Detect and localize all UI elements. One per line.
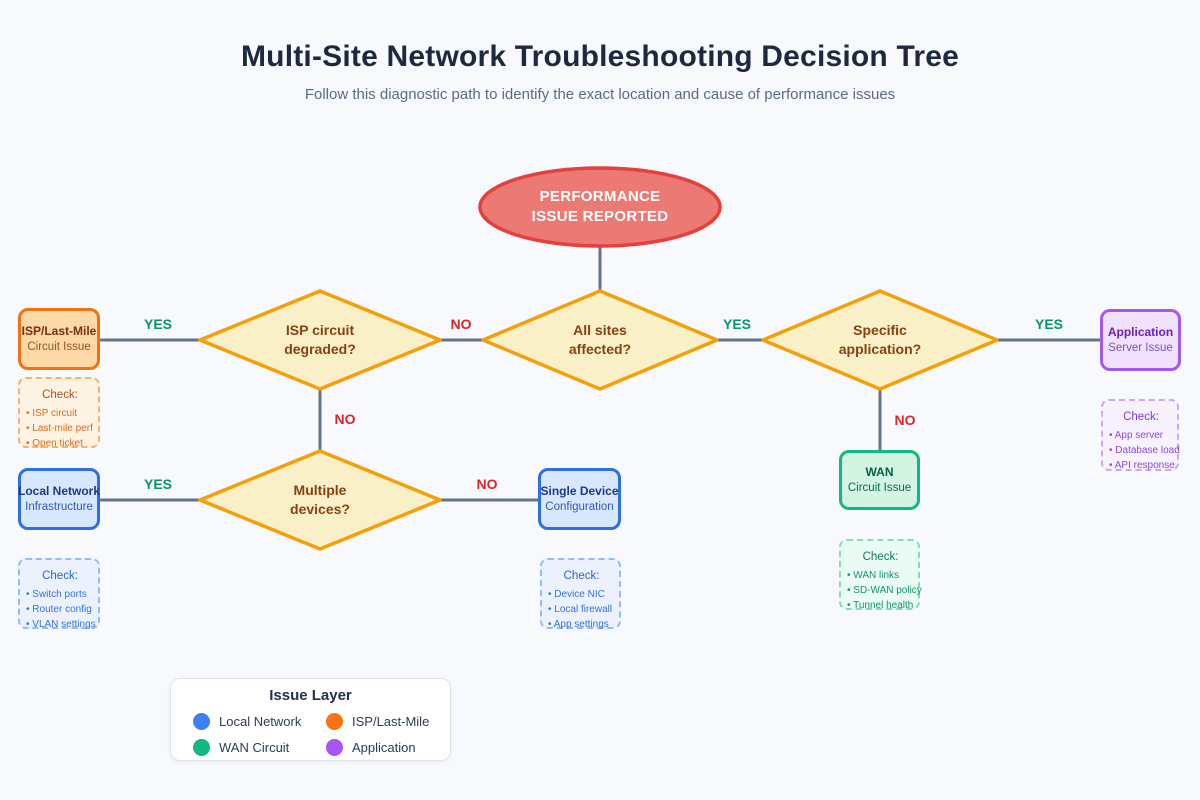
checklist-local-header: Check: (42, 570, 78, 582)
edge-label-sites-no: NO (450, 316, 472, 332)
edge-label-devices-yes: YES (143, 476, 172, 492)
checklist-item: • API response (1109, 460, 1175, 472)
checklist-item: • Last-mile perf (26, 423, 93, 435)
legend-item-isp-last-mile: ISP/Last-Mile (326, 713, 459, 730)
checklist-isp: Check: • ISP circuit • Last-mile perf • … (18, 377, 100, 450)
legend-label: Application (352, 740, 416, 755)
checklist-item: • Local firewall (548, 604, 613, 616)
terminal-single-title: Single Device (540, 483, 619, 498)
local-network-dot-icon (193, 713, 210, 730)
edge-label-app-yes: YES (1034, 316, 1063, 332)
terminal-application: Application Server Issue (1100, 309, 1181, 371)
edge-label-devices-no: NO (476, 476, 498, 492)
decision-devices-shape (198, 449, 442, 551)
page-title: Multi-Site Network Troubleshooting Decis… (240, 40, 959, 73)
checklist-item: • Tunnel health (847, 600, 914, 612)
decision-app-shape (761, 289, 999, 391)
edge-label-app-no: NO (894, 412, 916, 428)
terminal-single-subtitle: Configuration (545, 501, 614, 514)
checklist-wan: Check: • WAN links • SD-WAN policy • Tun… (839, 539, 922, 612)
edge-label-sites-yes: YES (722, 316, 751, 332)
page-subtitle: Follow this diagnostic path to identify … (304, 86, 896, 103)
checklist-item: • VLAN settings (26, 619, 96, 631)
edge-label-isp-no: NO (334, 411, 356, 427)
terminal-isp-subtitle: Circuit Issue (27, 341, 91, 354)
legend-grid: Local Network ISP/Last-Mile WAN Circuit … (193, 713, 450, 756)
legend-label: ISP/Last-Mile (352, 714, 430, 729)
legend-label: WAN Circuit (219, 740, 290, 755)
legend-title: Issue Layer (269, 687, 352, 704)
application-dot-icon (326, 739, 343, 756)
checklist-item: • Open ticket (26, 438, 83, 450)
terminal-local-subtitle: Infrastructure (25, 501, 93, 514)
checklist-item: • App settings (548, 619, 609, 631)
terminal-isp-last-mile: ISP/Last-Mile Circuit Issue (18, 308, 100, 370)
checklist-item: • WAN links (847, 570, 900, 582)
checklist-single: Check: • Device NIC • Local firewall • A… (540, 558, 621, 631)
checklist-app: Check: • App server • Database load • AP… (1101, 399, 1180, 472)
terminal-isp-title: ISP/Last-Mile (21, 323, 97, 338)
checklist-local: Check: • Switch ports • Router config • … (18, 558, 100, 631)
terminal-app-subtitle: Server Issue (1108, 342, 1173, 355)
legend-item-application: Application (326, 739, 459, 756)
terminal-app-title: Application (1107, 324, 1174, 339)
checklist-item: • Database load (1109, 445, 1180, 457)
checklist-single-header: Check: (563, 570, 600, 582)
checklist-wan-header: Check: (862, 551, 899, 563)
terminal-single-device: Single Device Configuration (538, 468, 621, 530)
connector-lines (100, 244, 1102, 502)
terminal-wan: WAN Circuit Issue (839, 450, 920, 510)
checklist-app-header: Check: (1123, 411, 1159, 423)
checklist-item: • Router config (26, 604, 92, 616)
checklist-item: • ISP circuit (26, 408, 78, 420)
legend-label: Local Network (219, 714, 302, 729)
checklist-item: • App server (1109, 430, 1164, 442)
isp-last-mile-dot-icon (326, 713, 343, 730)
checklist-isp-header: Check: (42, 389, 78, 401)
terminal-local-title: Local Network (17, 483, 101, 498)
legend-item-local-network: Local Network (193, 713, 326, 730)
terminal-wan-title: WAN (865, 464, 894, 479)
edge-label-isp-yes: YES (143, 316, 172, 332)
terminal-wan-subtitle: Circuit Issue (847, 482, 912, 495)
decision-diamonds (198, 289, 999, 551)
wan-circuit-dot-icon (193, 739, 210, 756)
legend-card: Issue Layer Local Network ISP/Last-Mile … (170, 678, 451, 761)
checklist-item: • Device NIC (548, 589, 605, 601)
legend-item-wan-circuit: WAN Circuit (193, 739, 326, 756)
decision-sites-shape (481, 289, 719, 391)
terminal-local-network: Local Network Infrastructure (18, 468, 100, 530)
start-node-shape (478, 166, 722, 248)
checklist-item: • Switch ports (26, 589, 87, 601)
decision-isp-shape (198, 289, 442, 391)
checklist-item: • SD-WAN policy (847, 585, 922, 597)
